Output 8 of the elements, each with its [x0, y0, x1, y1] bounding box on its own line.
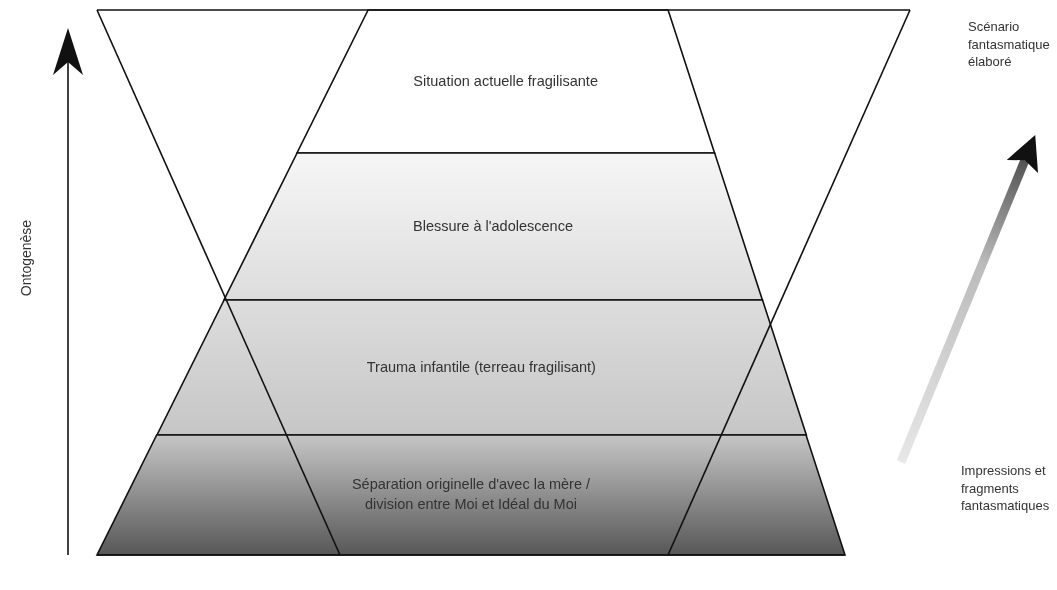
- axis-label: Ontogenèse: [18, 219, 35, 297]
- arrow: [896, 135, 1039, 464]
- layer-label: Blessure à l'adolescence: [413, 216, 573, 236]
- side-label: Impressions et fragments fantasmatiques: [961, 462, 1051, 515]
- layer-label: Séparation originelle d'avec la mère / division entre Moi et Idéal du Moi: [350, 475, 592, 514]
- layer-label: Situation actuelle fragilisante: [413, 71, 598, 91]
- side-label: Scénario fantasmatique élaboré: [968, 18, 1051, 71]
- layer-label: Trauma infantile (terreau fragilisant): [366, 357, 596, 377]
